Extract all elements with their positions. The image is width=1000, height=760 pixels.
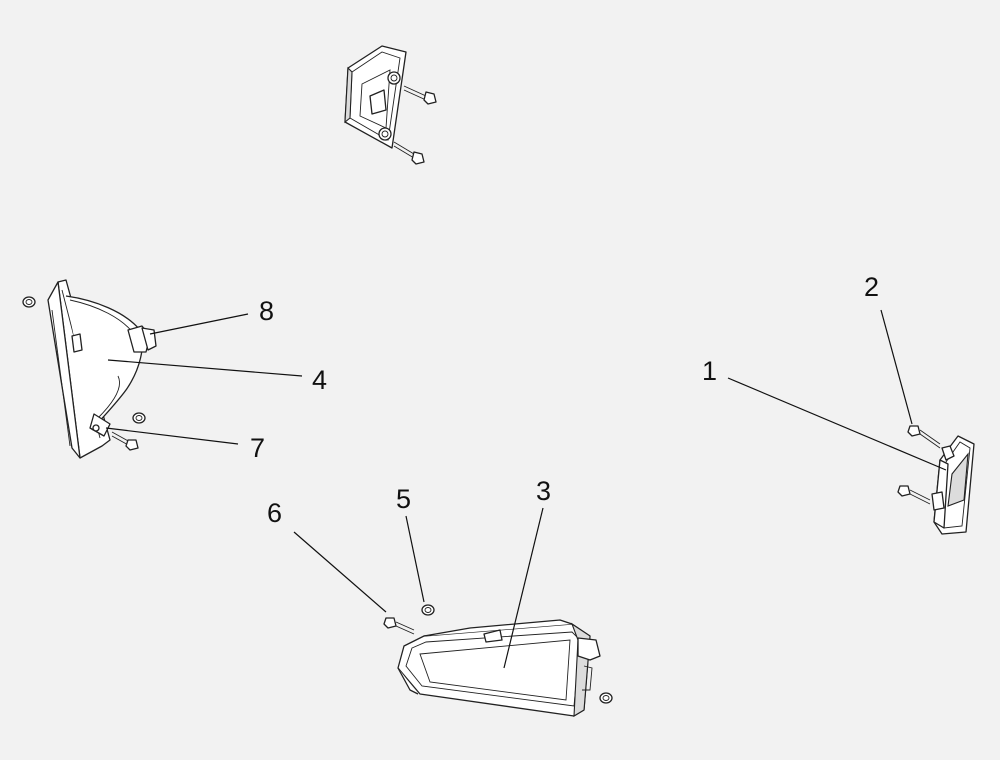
leader-1	[727, 377, 947, 471]
top-mounting-bracket	[344, 45, 407, 149]
lamp-assembly-right	[931, 435, 975, 535]
ring-clip-left-inner	[132, 412, 146, 424]
headlamp-left	[47, 279, 157, 459]
leader-5	[405, 515, 425, 603]
callout-4: 4	[312, 365, 327, 395]
leader-2	[880, 309, 913, 425]
ring-clip-bottom-right	[599, 692, 613, 704]
screw-2	[907, 425, 941, 449]
ring-clip-left-outer	[22, 296, 36, 308]
callout-6: 6	[267, 498, 282, 528]
callout-8: 8	[259, 296, 274, 326]
callout-1: 1	[702, 356, 717, 386]
leader-7	[105, 427, 239, 445]
bracket-screw-lower	[393, 141, 425, 165]
screw-7	[111, 431, 139, 451]
callout-5: 5	[396, 484, 411, 514]
leader-4	[107, 359, 303, 377]
callout-7: 7	[250, 433, 265, 463]
screw-right-lower	[897, 485, 931, 505]
ring-clip-5	[421, 604, 435, 616]
callout-3: 3	[536, 476, 551, 506]
bracket-screw-upper	[403, 85, 437, 105]
callout-2: 2	[864, 272, 879, 302]
lamp-assembly-bottom	[397, 619, 601, 718]
screw-6	[383, 617, 415, 635]
leader-8	[149, 313, 249, 335]
leader-6	[293, 531, 387, 613]
leader-3	[503, 507, 544, 669]
